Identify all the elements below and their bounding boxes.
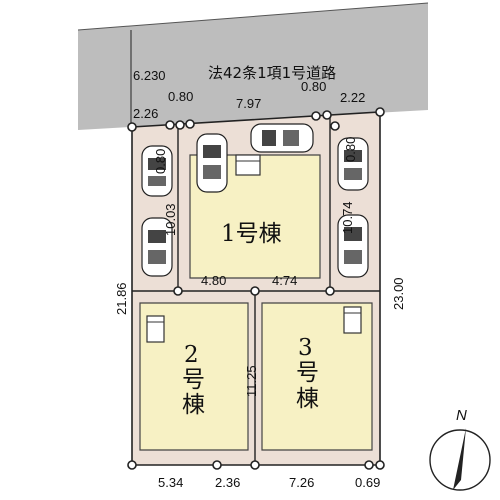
lot-3-label-char1: 号	[296, 360, 319, 386]
lot-2	[139, 302, 249, 451]
survey-point	[364, 460, 374, 470]
dim-top-center: 7.97	[236, 96, 261, 111]
survey-point	[175, 120, 185, 130]
lot-2-label-char2: 棟	[182, 392, 205, 418]
car-left-lower	[141, 217, 173, 277]
car-right-upper	[337, 137, 369, 191]
north-compass: N	[429, 407, 491, 491]
survey-points	[127, 107, 385, 470]
dim-top-left-a: 2.26	[133, 106, 158, 121]
survey-point	[325, 286, 335, 296]
dim-top-left-b: 0.80	[168, 89, 193, 104]
dim-right-slot-1074: 10.74	[340, 201, 355, 234]
lot-2-label-num: 2	[184, 342, 199, 368]
dim-right-slot-080: 0.80	[343, 137, 358, 162]
survey-point	[311, 111, 321, 121]
survey-point	[322, 110, 332, 120]
survey-point	[173, 286, 183, 296]
road-width-label: 6.230	[133, 68, 166, 83]
survey-point	[375, 460, 385, 470]
car-center-left	[196, 133, 228, 193]
dim-bottom-d: 0.69	[355, 475, 380, 490]
dim-lot1-bottom-left: 4.80	[201, 273, 226, 288]
road-area	[78, 3, 428, 130]
lot-3-label-num: 3	[298, 335, 313, 361]
dim-bottom-a: 5.34	[158, 475, 183, 490]
road-label: 法42条1項1号道路	[208, 64, 336, 82]
car-top-horizontal	[250, 123, 314, 153]
dim-top-right-a: 0.80	[301, 79, 326, 94]
dim-right-side: 23.00	[391, 277, 406, 310]
lot-3-label-char2: 棟	[296, 386, 319, 412]
survey-point	[330, 121, 340, 131]
dim-lot1-bottom-right: 4:74	[272, 273, 297, 288]
survey-point	[250, 460, 260, 470]
lot-3	[261, 302, 373, 451]
north-arrow-icon	[453, 428, 466, 490]
lot-2-label-char1: 号	[182, 367, 205, 393]
lot-3-meter-box	[343, 306, 362, 334]
lot-1-meter-box	[235, 154, 261, 176]
north-label: N	[456, 407, 467, 424]
survey-point	[127, 460, 137, 470]
dim-left-slot-080: 0.80	[153, 149, 168, 174]
dim-top-right-b: 2.22	[340, 90, 365, 105]
car-right-lower	[337, 214, 369, 278]
dim-bottom-b: 2.36	[215, 475, 240, 490]
dim-bottom-c: 7.26	[289, 475, 314, 490]
dim-left-side: 21.86	[114, 282, 129, 315]
survey-point	[375, 107, 385, 117]
survey-point	[127, 122, 137, 132]
survey-point	[250, 286, 260, 296]
survey-point	[212, 460, 222, 470]
car-left-upper	[141, 145, 173, 197]
lot-2-meter-box	[146, 315, 165, 343]
dim-lot-divider: 11.25	[244, 365, 259, 397]
road-edge-line	[77, 2, 429, 31]
survey-point	[185, 119, 195, 129]
dim-left-slot-1003: 10.03	[163, 203, 178, 236]
lot-1-label: 1号棟	[221, 221, 282, 247]
survey-point	[165, 120, 175, 130]
